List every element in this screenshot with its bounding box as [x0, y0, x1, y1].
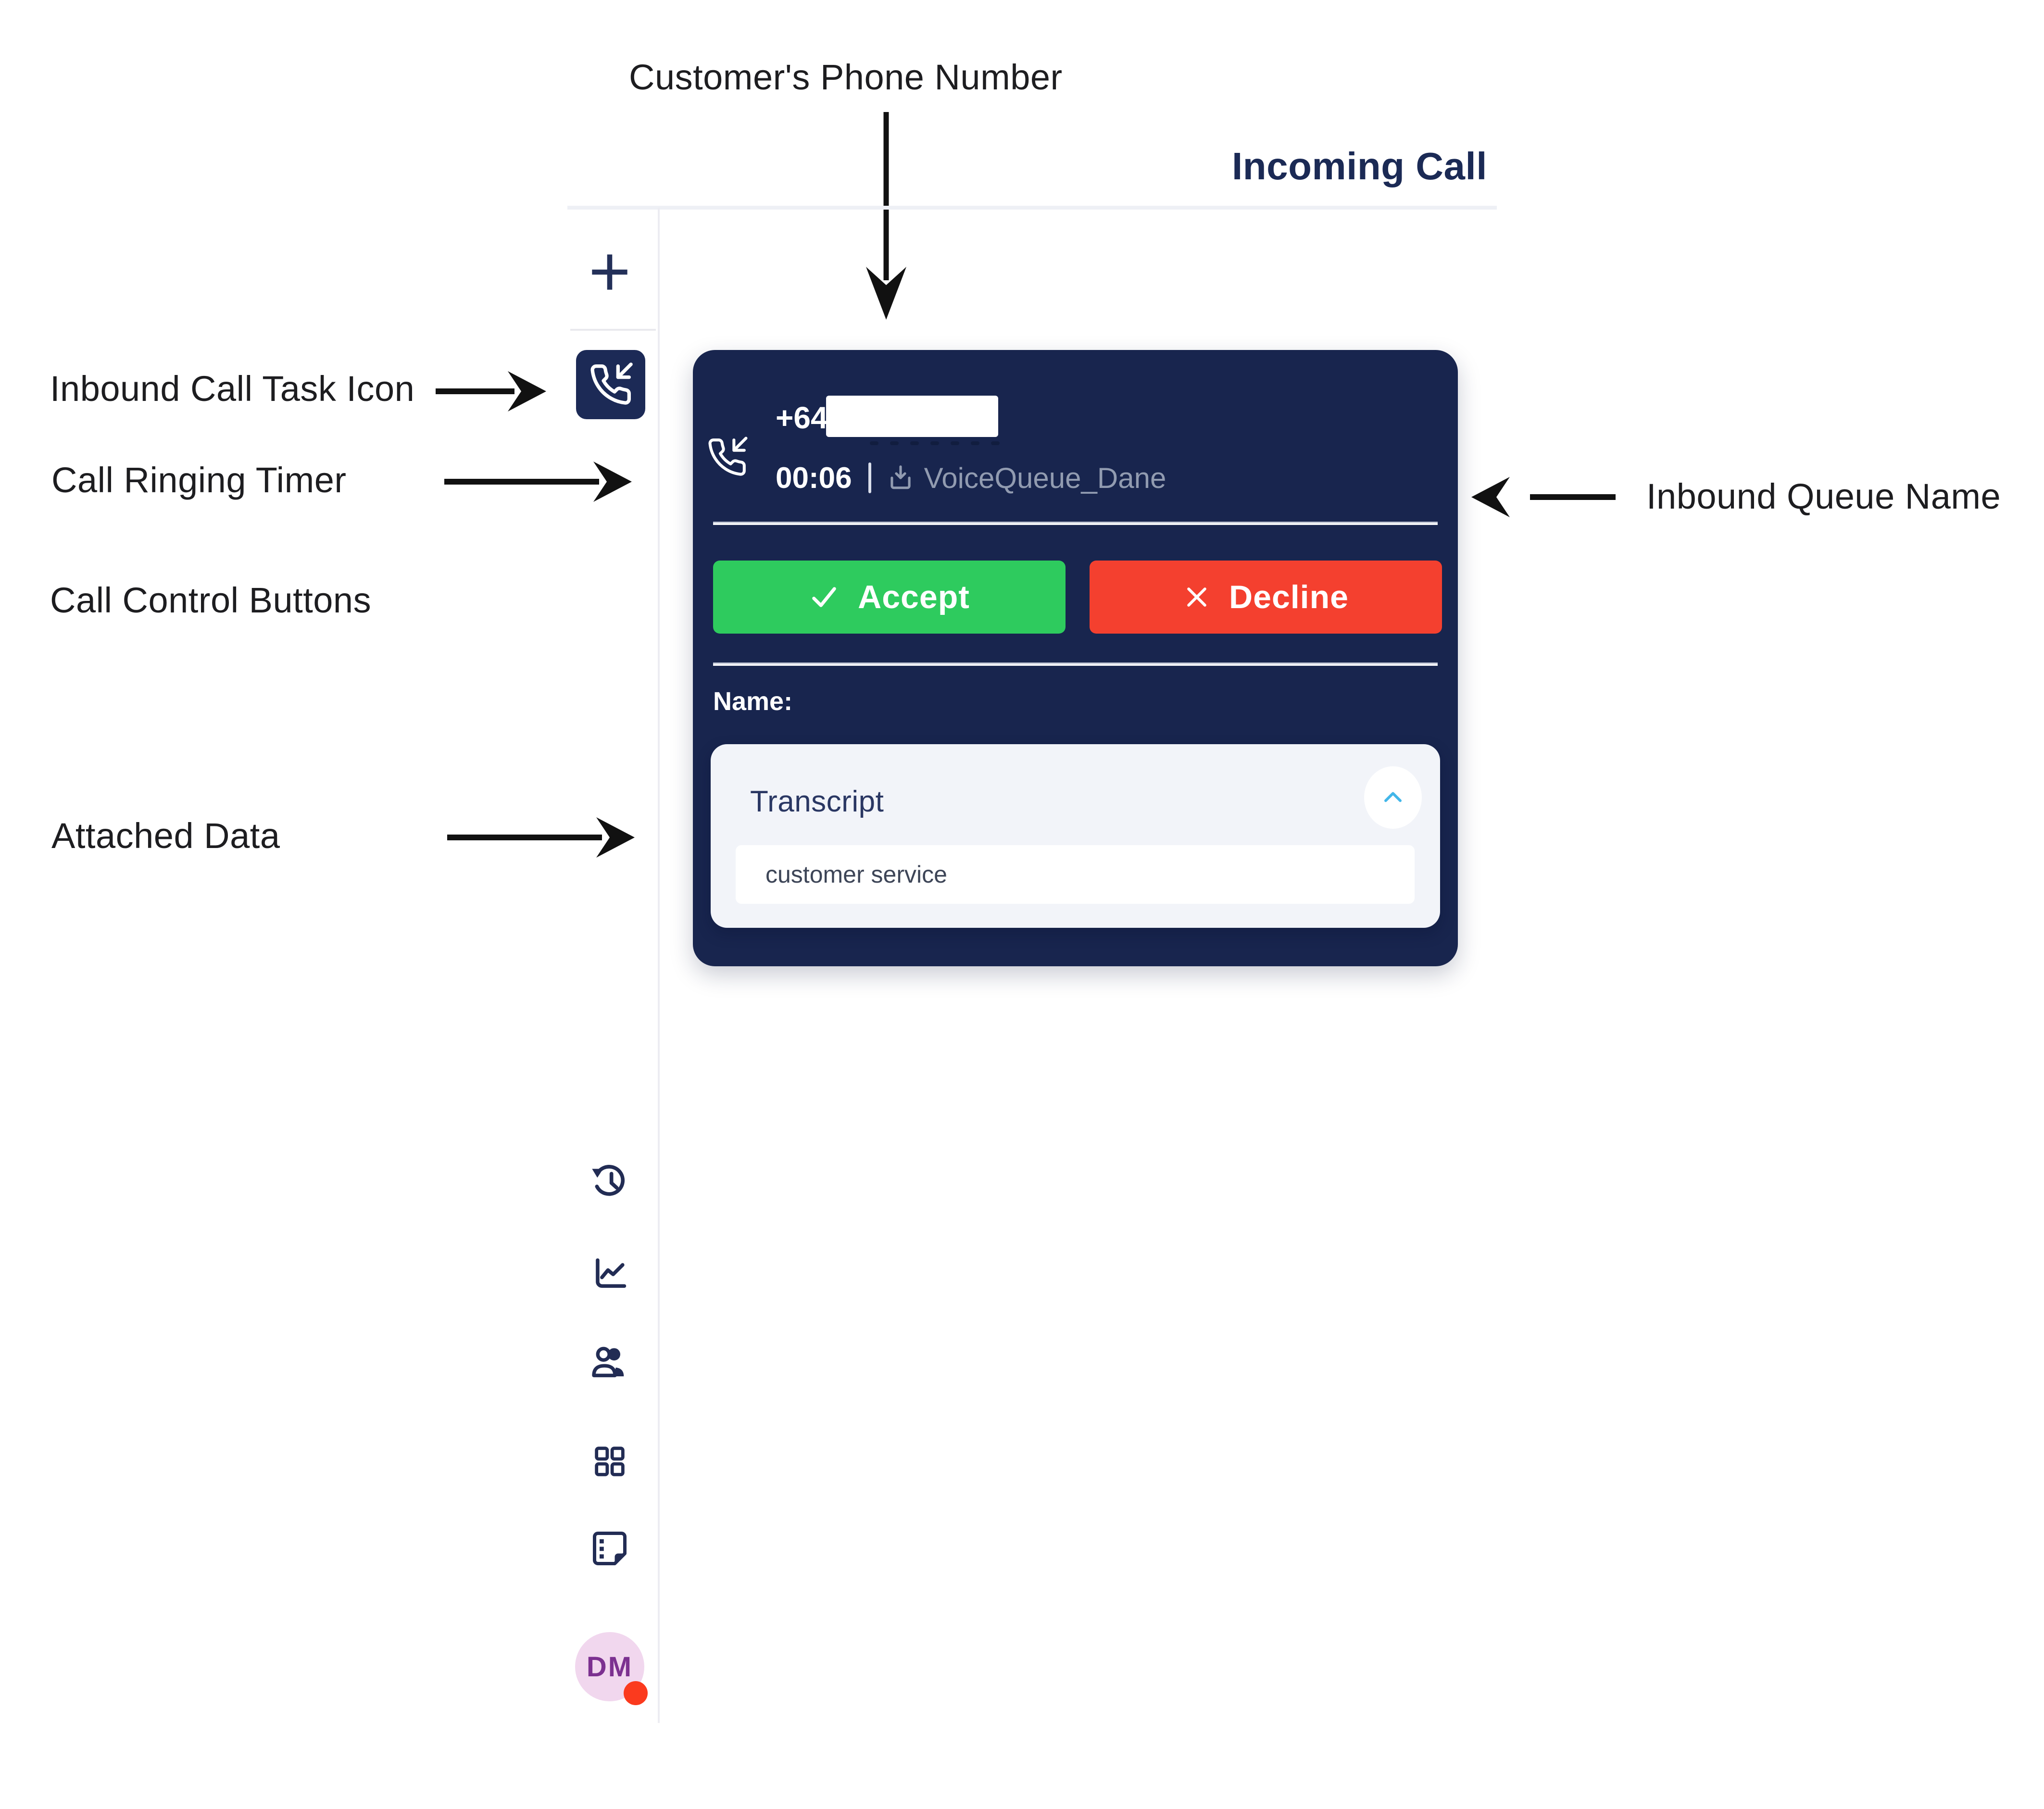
accept-label: Accept — [858, 579, 970, 615]
arrow-right-to-attached-data — [447, 817, 635, 858]
attached-data-name-label: Name: — [713, 687, 793, 716]
header-divider — [567, 206, 1497, 210]
decline-button[interactable]: Decline — [1090, 561, 1442, 634]
phone-incoming-icon — [590, 362, 633, 405]
status-dot — [624, 1681, 648, 1705]
timer-separator — [868, 462, 871, 493]
avatar-initials: DM — [586, 1651, 633, 1683]
x-icon — [1187, 587, 1206, 607]
accept-button[interactable]: Accept — [713, 561, 1066, 634]
checkmark-icon — [812, 587, 836, 607]
history-button[interactable] — [589, 1160, 631, 1203]
transcript-title: Transcript — [750, 785, 884, 818]
card-divider — [713, 522, 1438, 525]
incoming-call-card: +64 00:06 VoiceQueue_Dane Accept — [693, 350, 1458, 966]
notes-card-icon — [593, 1532, 627, 1565]
notes-button[interactable] — [589, 1528, 630, 1569]
card-divider — [713, 662, 1438, 666]
caller-phone-number: +64 — [776, 400, 828, 435]
inbound-call-task-tab[interactable] — [576, 350, 645, 419]
arrow-left-to-queue-name — [1471, 477, 1616, 517]
history-icon — [592, 1165, 625, 1196]
attached-data-annotation: Attached Data — [51, 816, 280, 856]
sidebar-divider — [658, 208, 660, 1723]
call-controls-annotation: Call Control Buttons — [50, 580, 372, 620]
apps-button[interactable] — [590, 1442, 629, 1481]
phone-incoming-icon — [708, 437, 748, 476]
contacts-button[interactable] — [589, 1345, 631, 1387]
new-task-button[interactable] — [583, 246, 636, 299]
line-chart-icon — [596, 1258, 627, 1288]
grid-icon — [595, 1447, 625, 1476]
plus-icon — [592, 254, 627, 290]
inbound-queue-name: VoiceQueue_Dane — [924, 462, 1166, 494]
inbound-queue-annotation: Inbound Queue Name — [1646, 476, 2001, 516]
arrow-down-to-phone-number — [866, 112, 906, 320]
sidebar-section-divider — [570, 329, 656, 331]
collapse-transcript-button[interactable] — [1364, 766, 1422, 829]
queue-download-icon — [890, 465, 911, 489]
transcript-value: customer service — [765, 861, 947, 888]
ringing-timer-annotation: Call Ringing Timer — [51, 460, 347, 500]
call-ringing-timer: 00:06 — [776, 461, 852, 495]
redacted-number-box — [826, 396, 998, 437]
chevron-up-icon — [1384, 792, 1402, 802]
customer-phone-annotation: Customer's Phone Number — [629, 57, 1063, 97]
decline-label: Decline — [1229, 579, 1349, 615]
arrow-right-to-ringing-timer — [444, 462, 632, 502]
transcript-panel: Transcript customer service — [711, 744, 1440, 928]
arrow-right-to-task-icon — [436, 371, 546, 412]
incoming-call-title: Incoming Call — [1232, 145, 1487, 187]
metrics-button[interactable] — [589, 1253, 630, 1295]
inbound-task-annotation: Inbound Call Task Icon — [50, 369, 415, 409]
contacts-people-icon — [592, 1347, 624, 1377]
transcript-value-field[interactable]: customer service — [736, 845, 1415, 904]
redacted-number-dots — [870, 441, 1000, 445]
